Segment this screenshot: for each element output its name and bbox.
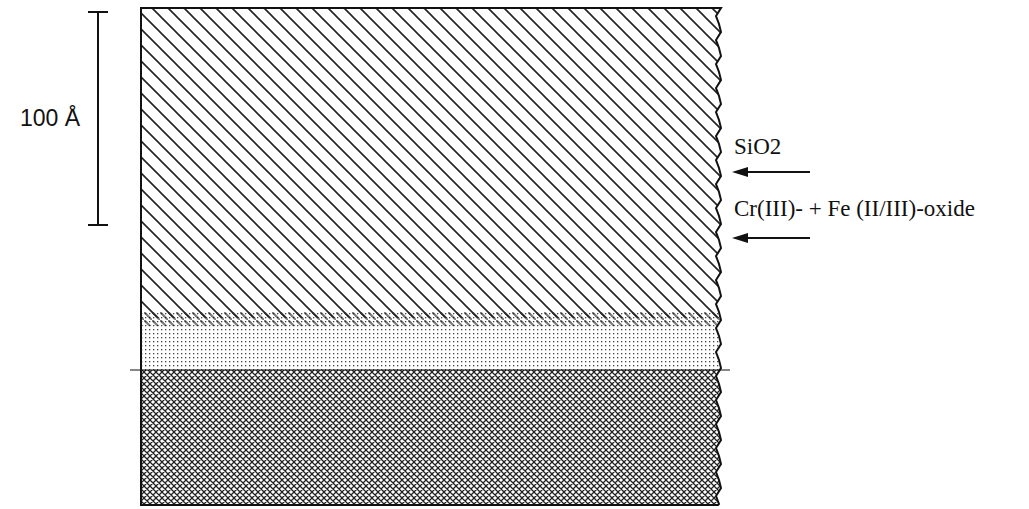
layer-label: SiO2 [734,134,781,159]
scale-bar [88,12,108,225]
layer-boundary [130,369,730,370]
scale-label: 100 Å [20,106,80,131]
layer-label: Cr(III)- + Fe (II/III)-oxide [734,196,975,221]
sio2-layer [130,8,730,318]
interface-zone [130,312,730,326]
oxide-layer [130,312,730,370]
substrate-layer [130,370,730,506]
sample-outline [141,8,721,505]
